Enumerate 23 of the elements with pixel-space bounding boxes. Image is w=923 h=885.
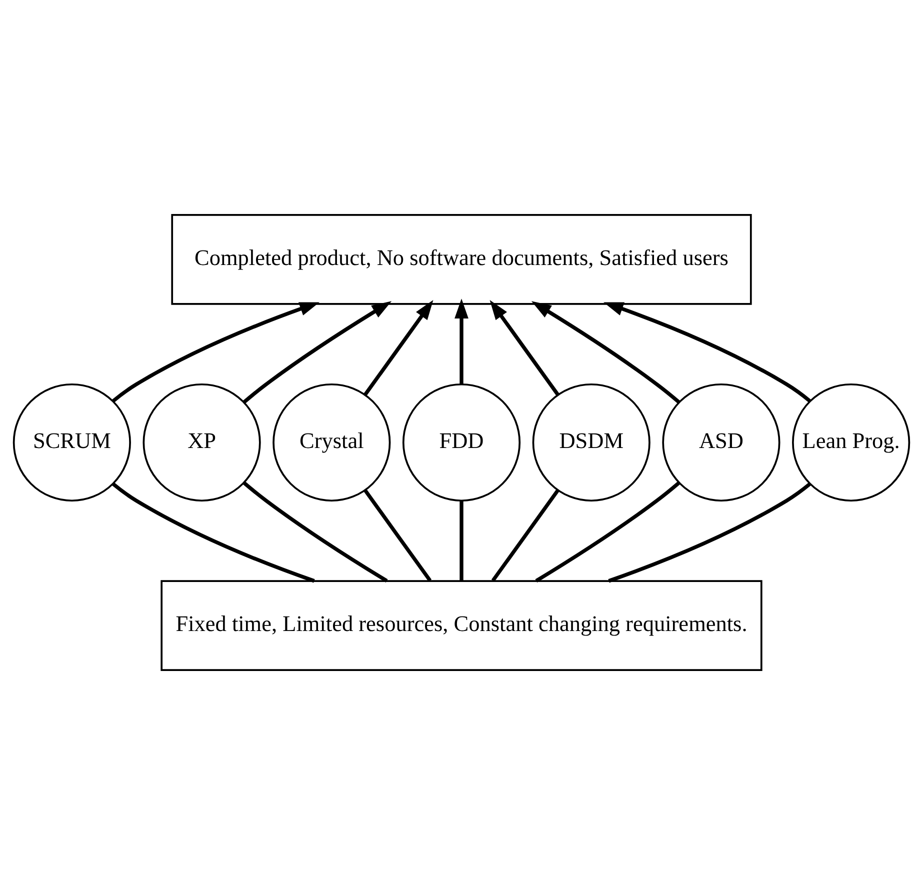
arrow: [364, 300, 434, 396]
arrow: [604, 302, 812, 402]
connector: [242, 481, 388, 582]
arrow: [490, 300, 560, 396]
connector: [608, 482, 812, 583]
node-circle: SCRUM: [12, 383, 131, 502]
connector: [491, 489, 560, 582]
connector: [535, 481, 680, 582]
arrow: [242, 301, 392, 404]
node-circle: ASD: [662, 383, 780, 502]
node-box: Completed product, No software documents, Satisfied users: [171, 214, 752, 305]
arrow: [112, 302, 320, 402]
arrow: [531, 301, 680, 404]
node-circle: FDD: [402, 383, 521, 502]
connector: [364, 489, 432, 582]
node-box: Fixed time, Limited resources, Constant changing requirements.: [160, 580, 762, 671]
arrow: [454, 298, 468, 384]
node-circle: Crystal: [272, 383, 391, 502]
connector: [112, 482, 315, 583]
node-circle: Lean Prog.: [792, 383, 910, 502]
connector: [460, 500, 464, 581]
node-circle: XP: [142, 383, 261, 502]
node-circle: DSDM: [532, 383, 650, 502]
